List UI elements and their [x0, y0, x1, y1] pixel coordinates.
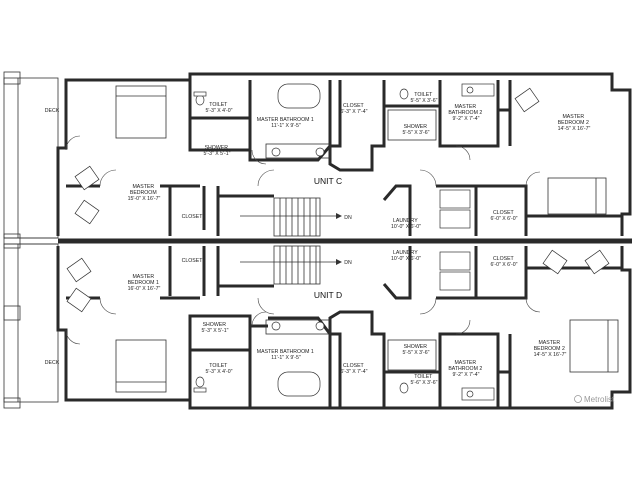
shower-d-right-line2: 5'-5" X 3'-6"	[402, 350, 429, 356]
master-bed2-d-label: MASTER BEDROOM 2 14'-5" X 16'-7"	[534, 340, 567, 358]
laundry-c-label: LAUNDRY 10'-0" X 6'-0"	[391, 218, 421, 230]
master-bath1-d-label: MASTER BATHROOM 1 11'-1" X 9'-5"	[257, 349, 315, 361]
master-bedroom-c-label: MASTER BEDROOM 15'-0" X 16'-7"	[128, 184, 161, 202]
laundry-d-line1: LAUNDRY	[393, 250, 418, 256]
closet-d-center-line2: 6'-3" X 7'-4"	[340, 369, 367, 375]
master-bath2-c-line2: BATHROOM 2	[448, 110, 482, 116]
master-bath1-d-line2: 11'-1" X 9'-5"	[271, 355, 301, 361]
shower-d-right-line1: SHOWER	[404, 344, 428, 350]
closet-d-right-label: CLOSET 6'-0" X 6'-0"	[490, 256, 517, 268]
master-bath2-d-label: MASTER BATHROOM 2 9'-2" X 7'-4"	[448, 360, 483, 378]
deck-bottom-label: DECK	[45, 360, 60, 366]
shower-c-left-line2: 5'-3" X 5'-1"	[203, 151, 230, 157]
master-bath2-d-line1: MASTER	[454, 360, 476, 366]
master-bath1-c-line2: 11'-1" X 9'-5"	[271, 123, 301, 129]
dn-d-label: DN	[344, 260, 352, 266]
closet-c-center-line1: CLOSET	[343, 103, 365, 109]
master-bed2-c-line2: BEDROOM 2	[558, 120, 589, 126]
master-bedroom-d-line2: BEDROOM 1	[128, 280, 159, 286]
master-bath1-c-label: MASTER BATHROOM 1 11'-1" X 9'-5"	[257, 117, 315, 129]
closet-d-center-label: CLOSET 6'-3" X 7'-4"	[340, 363, 367, 375]
closet-c-left-label: CLOSET	[182, 214, 204, 220]
shower-c-left-label: SHOWER 5'-3" X 5'-1"	[203, 145, 230, 157]
unit-c-label: UNIT C	[314, 176, 342, 186]
exterior-walls	[56, 72, 632, 410]
master-bedroom-d-line1: MASTER	[132, 274, 154, 280]
armchairs	[66, 87, 610, 313]
master-bed2-c-label: MASTER BEDROOM 2 14'-5" X 16'-7"	[558, 114, 591, 132]
shower-c-right-line2: 5'-5" X 3'-6"	[402, 130, 429, 136]
master-bath1-c-line1: MASTER BATHROOM 1	[257, 117, 314, 123]
bathroom-fixtures	[193, 83, 495, 401]
deck-top-label: DECK	[45, 108, 60, 114]
toilet-c-right-line1: TOILET	[414, 92, 433, 98]
shower-d-right-label: SHOWER 5'-5" X 3'-6"	[402, 344, 429, 356]
toilet-d-right-line1: TOILET	[414, 374, 433, 380]
closet-d-right-line1: CLOSET	[493, 256, 515, 262]
toilet-c-left-line1: TOILET	[209, 102, 228, 108]
watermark: Metrolist	[574, 395, 615, 404]
toilet-d-right-line2: 5'-6" X 3'-6"	[410, 380, 437, 386]
shower-c-right-line1: SHOWER	[404, 124, 428, 130]
toilet-d-left-line1: TOILET	[209, 363, 228, 369]
toilet-c-right-line2: 5'-5" X 3'-6"	[410, 98, 437, 104]
toilet-c-left-line2: 5'-3" X 4'-0"	[205, 108, 232, 114]
master-bedroom-d-label: MASTER BEDROOM 1 16'-0" X 16'-7"	[128, 274, 161, 292]
master-bed2-d-line3: 14'-5" X 16'-7"	[534, 352, 567, 358]
laundry-c-line1: LAUNDRY	[393, 218, 418, 224]
laundry-d-line2: 10'-0" X 6'-0"	[391, 256, 421, 262]
shower-d-left-line2: 5'-3" X 5'-1"	[201, 328, 228, 334]
master-bath2-c-line1: MASTER	[454, 104, 476, 110]
beds	[115, 85, 619, 393]
master-bedroom-d-line3: 16'-0" X 16'-7"	[128, 286, 161, 292]
master-bedroom-c-line1: MASTER	[132, 184, 154, 190]
master-bath2-c-line3: 9'-2" X 7'-4"	[452, 116, 479, 122]
laundry-c-line2: 10'-0" X 6'-0"	[391, 224, 421, 230]
shower-d-left-label: SHOWER 5'-3" X 5'-1"	[201, 322, 228, 334]
master-bedroom-c-line3: 15'-0" X 16'-7"	[128, 196, 161, 202]
shower-d-left-line1: SHOWER	[203, 322, 227, 328]
master-bed2-d-line1: MASTER	[538, 340, 560, 346]
stairs-unit-c	[240, 197, 342, 237]
closet-c-right-label: CLOSET 6'-0" X 6'-0"	[490, 210, 517, 222]
master-bed2-c-line1: MASTER	[562, 114, 584, 120]
unit-d-interior-walls	[66, 246, 622, 408]
toilet-d-left-line2: 5'-3" X 4'-0"	[205, 369, 232, 375]
master-bath2-c-label: MASTER BATHROOM 2 9'-2" X 7'-4"	[448, 104, 483, 122]
dn-c-label: DN	[344, 215, 352, 221]
watermark-text: Metrolist	[584, 395, 615, 404]
closet-c-right-line1: CLOSET	[493, 210, 515, 216]
door-swings	[65, 135, 541, 345]
master-bed2-c-line3: 14'-5" X 16'-7"	[558, 126, 591, 132]
unit-d-label: UNIT D	[314, 290, 342, 300]
laundry-d-label: LAUNDRY 10'-0" X 6'-0"	[391, 250, 421, 262]
toilet-d-left-label: TOILET 5'-3" X 4'-0"	[205, 363, 232, 375]
copyright-icon	[574, 395, 582, 403]
shower-c-left-line1: SHOWER	[205, 145, 229, 151]
master-bed2-d-line2: BEDROOM 2	[534, 346, 565, 352]
closet-d-left-label: CLOSET	[182, 258, 204, 264]
toilet-d-right-label: TOILET 5'-6" X 3'-6"	[410, 374, 437, 386]
closet-c-center-label: CLOSET 6'-3" X 7'-4"	[340, 103, 367, 115]
closet-d-center-line1: CLOSET	[343, 363, 365, 369]
closet-d-right-line2: 6'-0" X 6'-0"	[490, 262, 517, 268]
master-bedroom-c-line2: BEDROOM	[130, 190, 157, 196]
closet-c-center-line2: 6'-3" X 7'-4"	[340, 109, 367, 115]
toilet-c-left-label: TOILET 5'-3" X 4'-0"	[205, 102, 232, 114]
toilet-c-right-label: TOILET 5'-5" X 3'-6"	[410, 92, 437, 104]
deck-structure	[3, 71, 59, 409]
shower-c-right-label: SHOWER 5'-5" X 3'-6"	[402, 124, 429, 136]
master-bath2-d-line3: 9'-2" X 7'-4"	[452, 372, 479, 378]
stairs-unit-d	[240, 245, 342, 285]
closet-c-right-line2: 6'-0" X 6'-0"	[490, 216, 517, 222]
master-bath2-d-line2: BATHROOM 2	[448, 366, 482, 372]
master-bath1-d-line1: MASTER BATHROOM 1	[257, 349, 314, 355]
